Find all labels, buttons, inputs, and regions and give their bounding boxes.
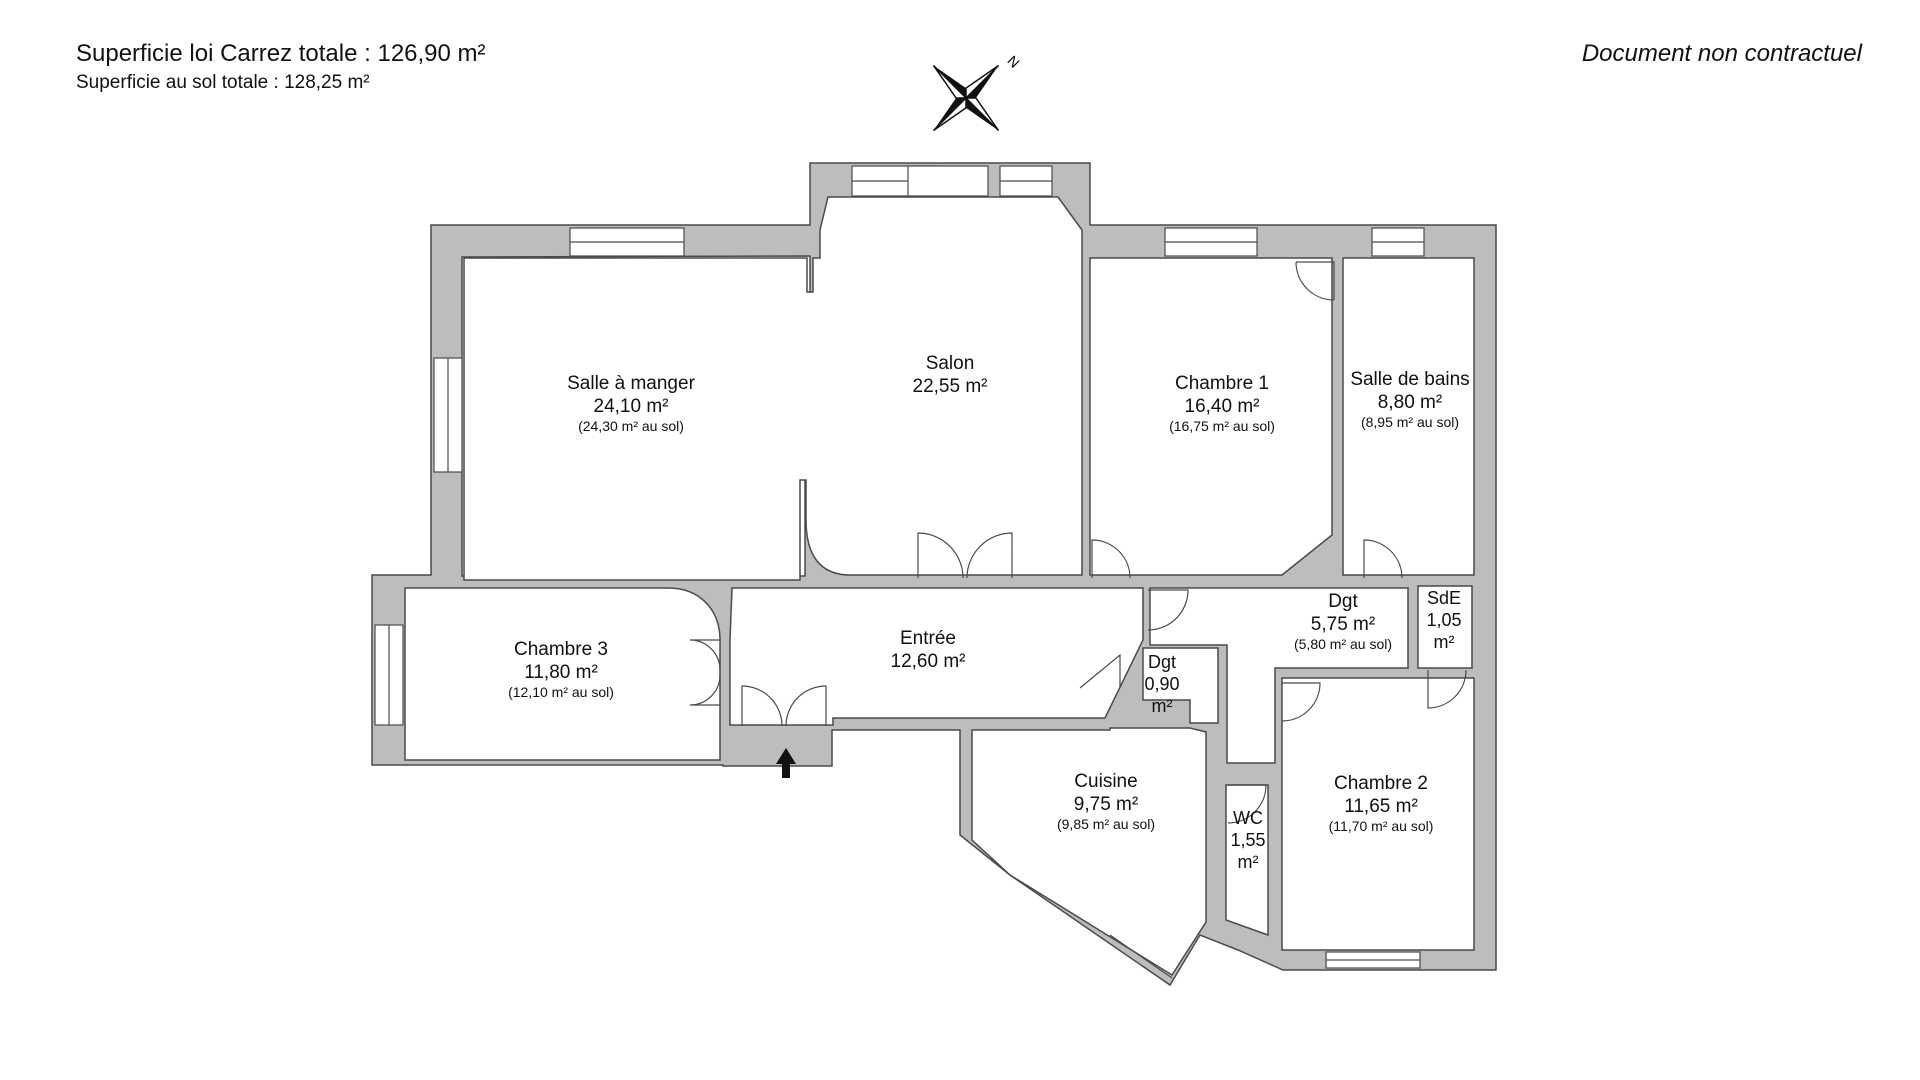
ground-total-area: Superficie au sol totale : 128,25 m² [76, 72, 370, 93]
room-name: SdE [1426, 588, 1462, 608]
room-name: Dgt [1328, 591, 1358, 612]
room-name: Salle de bains [1350, 369, 1470, 390]
room-area: 1,55 [1230, 829, 1266, 850]
room-cuisine: Cuisine 9,75 m² (9,85 m² au sol) [1057, 770, 1155, 833]
room-ground-area: (9,85 m² au sol) [1056, 816, 1156, 833]
room-area: 11,65 m² [1344, 796, 1418, 818]
room-area: 1,05 [1426, 609, 1462, 630]
room-name: Chambre 1 [1174, 373, 1269, 394]
room-chambre-3: Chambre 3 11,80 m² (12,10 m² au sol) [508, 638, 614, 701]
room-sde: SdE 1,05 m² [1426, 588, 1461, 654]
room-salle-a-manger: Salle à manger 24,10 m² (24,30 m² au sol… [567, 372, 695, 435]
room-ground-area: (8,95 m² au sol) [1360, 414, 1460, 431]
room-entree: Entrée 12,60 m² [891, 627, 966, 673]
windows [374, 165, 1425, 979]
room-ground-area: (16,75 m² au sol) [1169, 418, 1275, 435]
room-dgt-small: Dgt 0,90 m² [1144, 652, 1179, 718]
room-area: 8,80 m² [1377, 392, 1443, 414]
room-ground-area: (12,10 m² au sol) [508, 684, 614, 701]
room-name: Salon [925, 353, 975, 374]
room-area: 9,75 m² [1073, 794, 1139, 816]
room-area: 5,75 m² [1310, 614, 1376, 636]
room-chambre-1: Chambre 1 16,40 m² (16,75 m² au sol) [1169, 372, 1275, 435]
entrance-arrow-icon [776, 748, 796, 778]
room-name: Cuisine [1074, 771, 1138, 792]
room-ground-area: (24,30 m² au sol) [578, 418, 684, 435]
room-area: 24,10 m² [593, 396, 669, 418]
room-name: Salle à manger [567, 373, 695, 394]
room-area: 12,60 m² [890, 651, 966, 673]
room-area-unit: m² [1151, 695, 1173, 716]
room-ground-area: (5,80 m² au sol) [1293, 636, 1393, 653]
room-salle-de-bains: Salle de bains 8,80 m² (8,95 m² au sol) [1350, 368, 1469, 431]
room-name: Dgt [1147, 652, 1177, 672]
room-area: 0,90 [1144, 673, 1180, 694]
floors [404, 196, 1475, 977]
room-name: WC [1232, 808, 1263, 828]
room-area: 16,40 m² [1184, 396, 1260, 418]
room-chambre-2: Chambre 2 11,65 m² (11,70 m² au sol) [1329, 772, 1434, 835]
room-area: 11,80 m² [524, 662, 598, 684]
room-area-unit: m² [1433, 631, 1455, 652]
room-dgt-large: Dgt 5,75 m² (5,80 m² au sol) [1294, 590, 1392, 653]
room-name: Entrée [900, 628, 956, 649]
room-area: 22,55 m² [912, 376, 988, 398]
room-name: Chambre 3 [513, 639, 608, 660]
room-area-unit: m² [1237, 851, 1259, 872]
compass-icon [932, 64, 1000, 132]
room-wc: WC 1,55 m² [1230, 808, 1265, 874]
compass-north-letter: N [1004, 52, 1022, 70]
room-ground-area: (11,70 m² au sol) [1328, 818, 1434, 835]
carrez-total-area: Superficie loi Carrez totale : 126,90 m² [76, 40, 486, 67]
doors [689, 261, 1467, 824]
room-salon: Salon 22,55 m² [913, 352, 988, 398]
disclaimer: Document non contractuel [1581, 40, 1862, 67]
room-name: Chambre 2 [1334, 773, 1428, 794]
